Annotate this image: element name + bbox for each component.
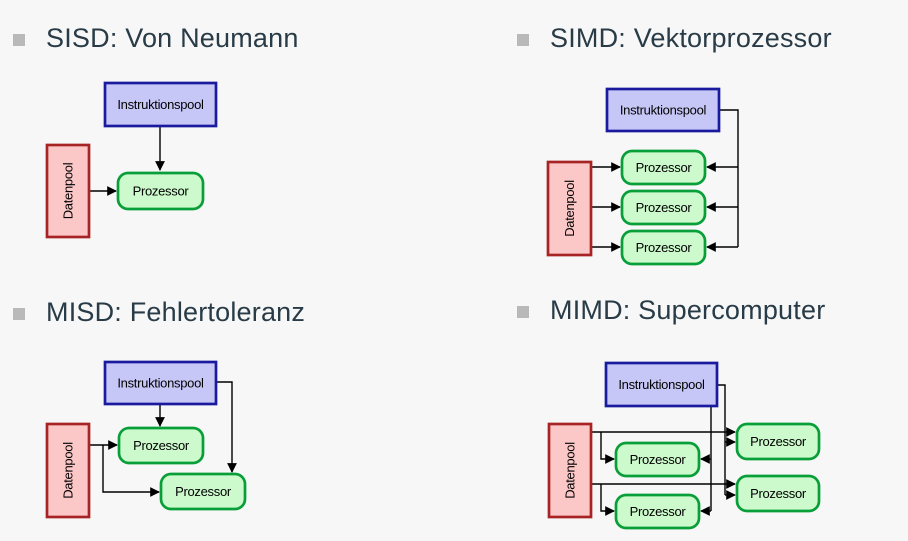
instruction-pool-label: Instruktionspool [117,376,204,391]
instruction-to-processor-arrow [216,381,237,473]
data-pool-label: Datenpool [61,442,76,499]
processor-label: Prozessor [636,200,693,215]
instruction-bus-wire [719,109,739,247]
heading-sisd: SISD: Von Neumann [13,20,299,56]
heading-sisd-text: SISD: Von Neumann [46,22,299,53]
processor-label: Prozessor [630,504,687,519]
data-pool-label: Datenpool [563,442,578,499]
processor-box [620,229,707,266]
heading-simd-text: SIMD: Vektorprozessor [550,22,832,53]
data-pool-box [547,422,593,519]
processor-label: Prozessor [636,160,693,175]
data-pool-box [45,422,91,519]
mimd-diagram: Instruktionspool Datenpool Prozessor Pro… [547,361,821,530]
square-bullet-icon [13,308,25,320]
data-pool-label: Datenpool [61,162,76,219]
processor-box [614,493,701,530]
sisd-diagram: Instruktionspool Datenpool Prozessor [45,81,218,239]
processor-box [159,472,247,511]
instruction-pool-box [604,361,719,408]
data-pool-label: Datenpool [562,180,577,237]
processor-label: Prozessor [750,486,807,501]
processor-label: Prozessor [750,434,807,449]
processor-label: Prozessor [133,438,190,453]
square-bullet-icon [517,34,529,46]
instruction-pool-label: Instruktionspool [117,97,204,112]
square-bullet-icon [13,34,25,46]
processor-label: Prozessor [133,184,190,199]
instruction-pool-box [103,81,218,128]
processor-box [620,189,707,226]
heading-mimd: MIMD: Supercomputer [517,292,825,328]
processor-box [735,422,821,461]
simd-diagram: Instruktionspool Datenpool Prozessor Pro… [546,87,739,266]
instruction-bus-wire [717,384,726,495]
misd-diagram: Instruktionspool Datenpool Prozessor Pro… [45,360,247,519]
data-pool-box [45,143,91,239]
data-to-processor-arrow [600,484,615,516]
square-bullet-icon [517,306,529,318]
processor-box [620,149,707,186]
heading-simd: SIMD: Vektorprozessor [517,20,832,56]
processor-box [735,474,821,513]
processor-box [614,441,701,478]
instruction-pool-box [605,87,721,133]
processor-label: Prozessor [636,240,693,255]
heading-mimd-text: MIMD: Supercomputer [550,294,826,325]
data-to-processor-arrow [600,432,615,464]
instruction-pool-box [103,360,218,406]
data-to-processor-arrow [102,445,160,497]
instruction-pool-label: Instruktionspool [620,103,707,118]
processor-label: Prozessor [175,484,232,499]
heading-misd-text: MISD: Fehlertoleranz [46,296,306,327]
data-pool-box [546,160,593,257]
processor-box [117,426,205,465]
instruction-pool-label: Instruktionspool [618,377,705,392]
heading-misd: MISD: Fehlertoleranz [13,294,305,330]
processor-box [116,171,205,211]
processor-label: Prozessor [630,452,687,467]
